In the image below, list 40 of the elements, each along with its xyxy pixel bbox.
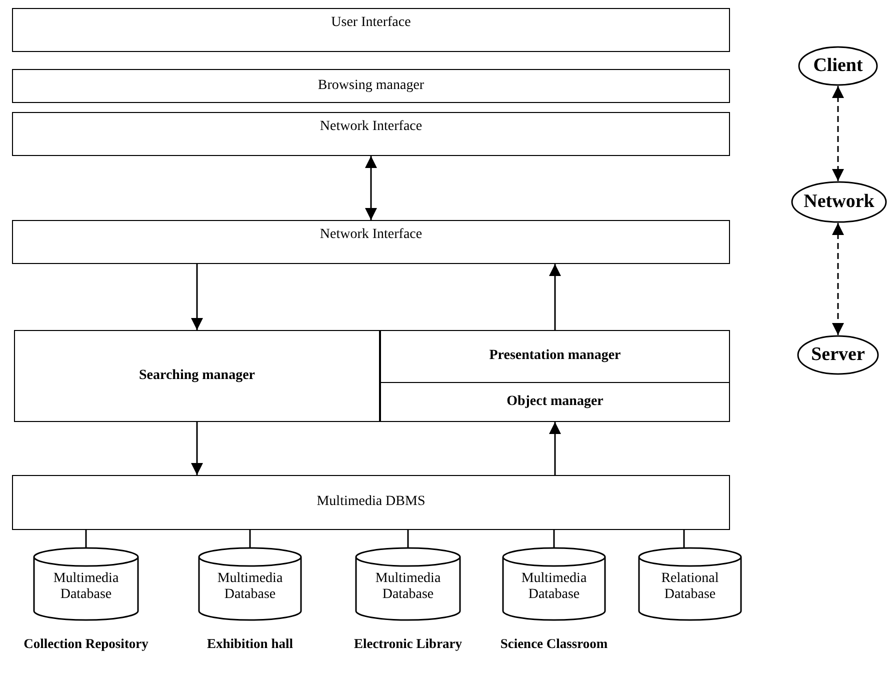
node-label: Client xyxy=(813,55,863,77)
node-label: Multimedia Database xyxy=(374,570,442,604)
connector-line xyxy=(85,530,87,548)
arrow xyxy=(549,422,561,475)
process-box xyxy=(380,382,730,422)
node-label: User Interface xyxy=(331,15,411,32)
arrow xyxy=(832,223,844,335)
node-label: Browsing manager xyxy=(318,78,424,94)
process-box xyxy=(14,330,380,422)
node-label: Relational Database xyxy=(660,570,720,604)
connector-line xyxy=(683,530,685,548)
node-label: Multimedia Database xyxy=(52,570,120,604)
arrow xyxy=(832,86,844,181)
process-box xyxy=(12,475,730,530)
node-label: Network xyxy=(804,191,874,213)
caption-label: Collection Repository xyxy=(24,636,148,652)
process-box xyxy=(12,8,730,52)
node-label: Server xyxy=(811,344,865,366)
connector-line xyxy=(553,530,555,548)
node-label: Presentation manager xyxy=(489,348,621,365)
node-label: Network Interface xyxy=(320,119,422,136)
process-box xyxy=(12,112,730,156)
arrow xyxy=(549,264,561,330)
arrow xyxy=(191,422,203,475)
node-label: Object manager xyxy=(506,394,604,410)
node-label: Network Interface xyxy=(320,227,422,244)
connector-line xyxy=(249,530,251,548)
process-box xyxy=(380,330,730,383)
arrow xyxy=(365,156,377,220)
node-label: Searching manager xyxy=(138,368,255,384)
caption-label: Exhibition hall xyxy=(207,636,293,652)
caption-label: Electronic Library xyxy=(354,636,462,652)
node-label: Multimedia Database xyxy=(216,570,284,604)
node-label: Multimedia DBMS xyxy=(316,494,426,511)
node-label: Multimedia Database xyxy=(520,570,588,604)
arrow xyxy=(191,264,203,330)
process-box xyxy=(12,69,730,103)
process-box xyxy=(12,220,730,264)
connector-line xyxy=(407,530,409,548)
caption-label: Science Classroom xyxy=(500,636,608,652)
